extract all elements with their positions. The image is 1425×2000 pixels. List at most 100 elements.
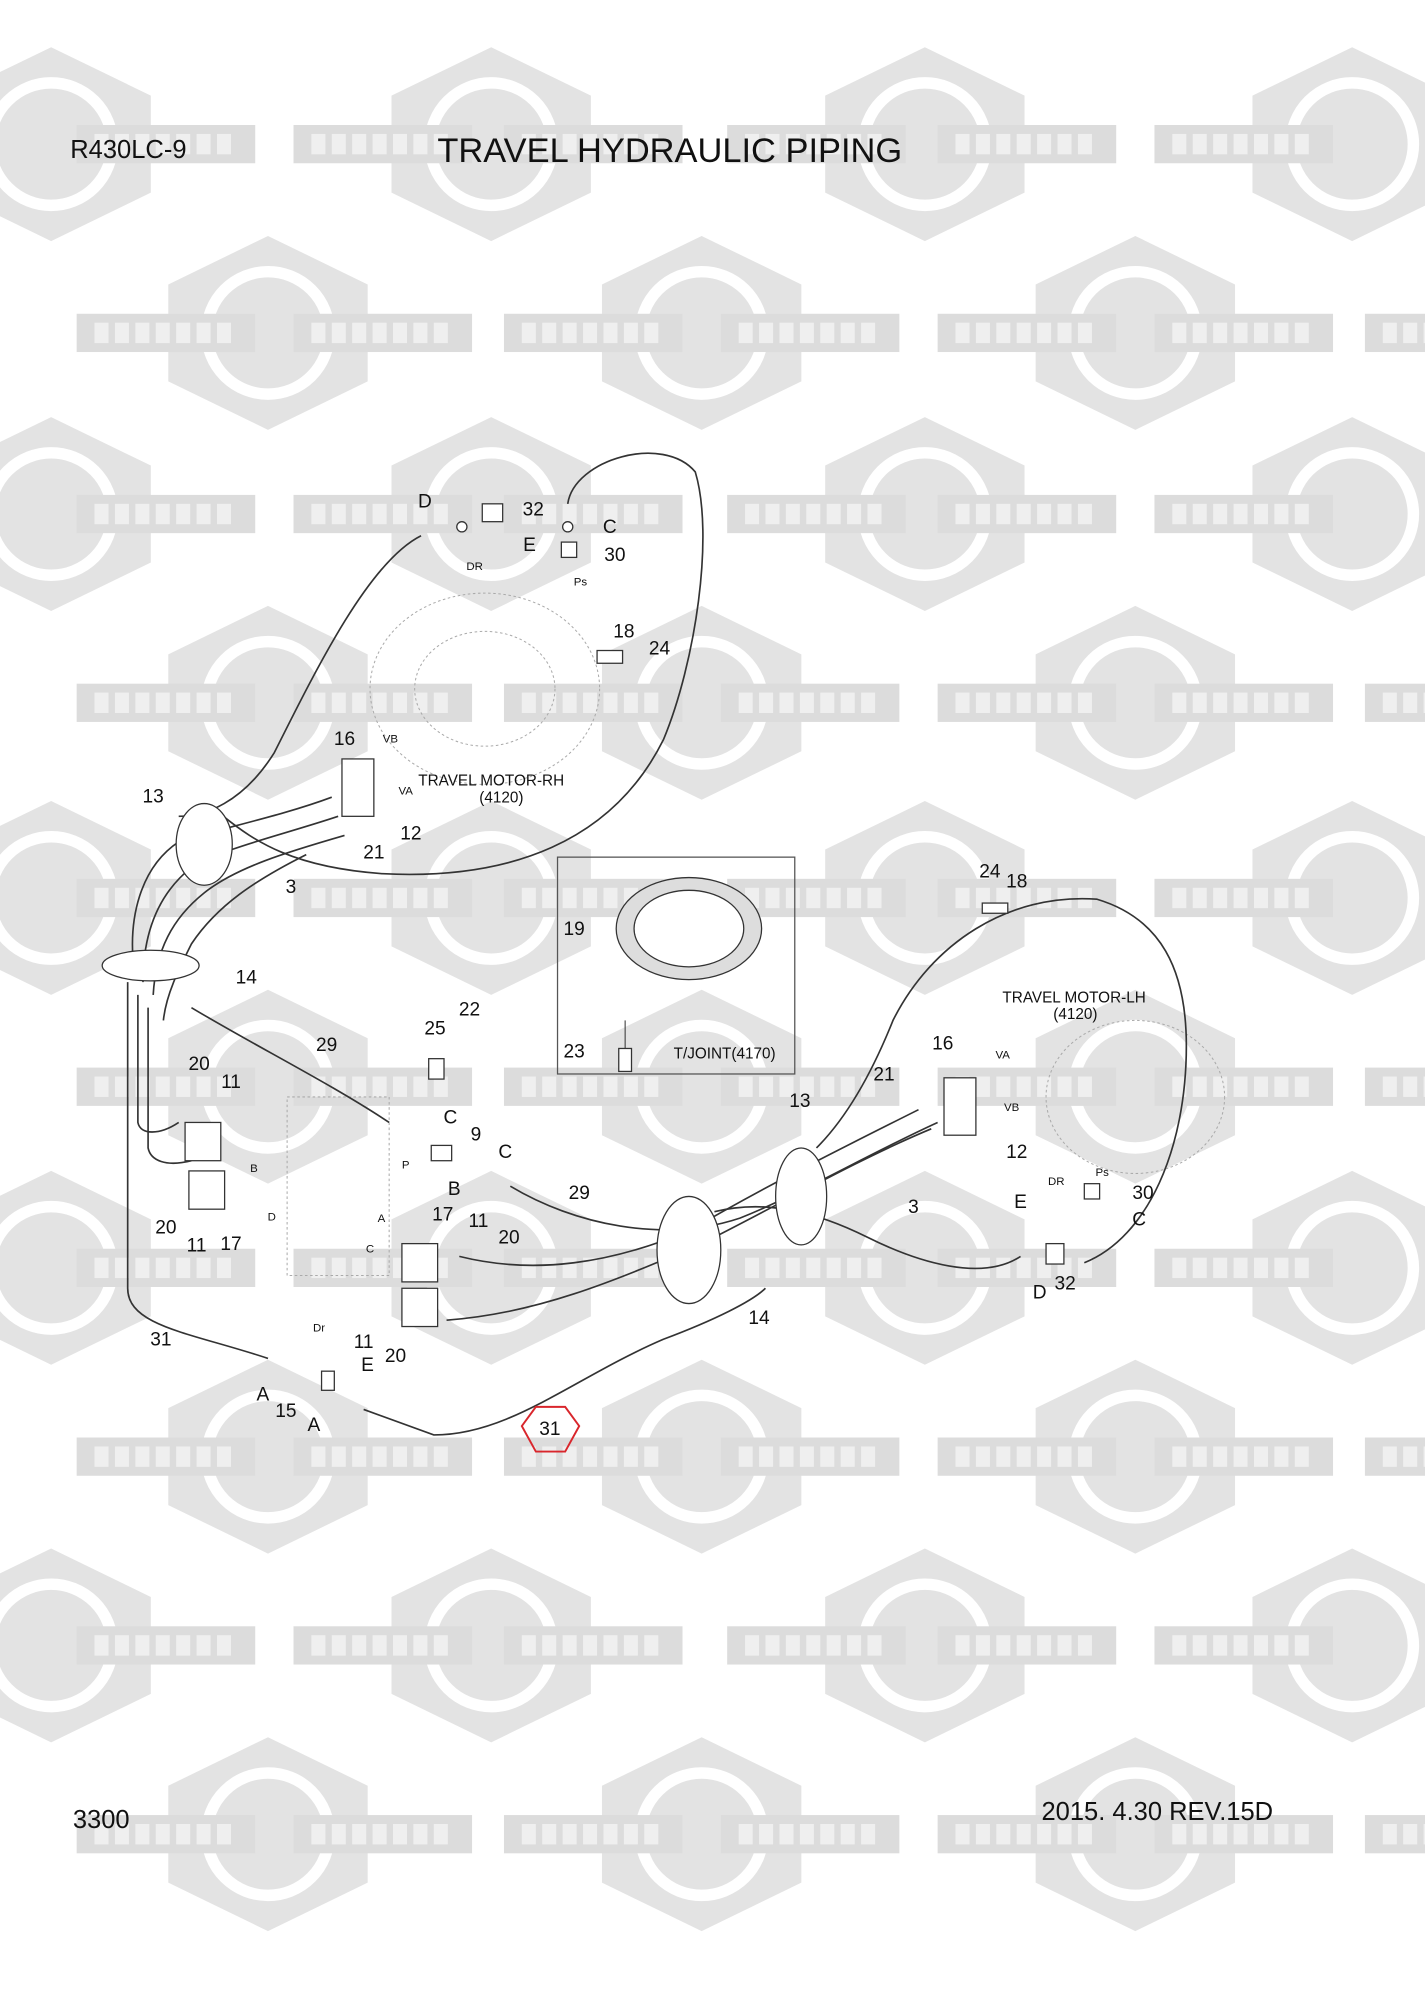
watermark-band	[503, 1626, 683, 1665]
callout-9[interactable]: 9	[471, 1124, 482, 1145]
watermark-band	[727, 125, 906, 164]
callout-14[interactable]: 14	[236, 967, 258, 988]
callout-b: B	[250, 1163, 258, 1175]
watermark-band	[503, 683, 683, 722]
watermark-band	[1154, 1067, 1334, 1106]
watermark-band	[937, 1437, 1117, 1476]
callout-17[interactable]: 17	[432, 1205, 453, 1226]
watermark-band	[76, 683, 256, 722]
callout-dr: DR	[466, 561, 483, 573]
watermark-band	[1154, 1437, 1334, 1476]
callout-32[interactable]: 32	[1055, 1274, 1076, 1295]
watermark-band	[937, 313, 1117, 353]
watermark-band	[1364, 683, 1425, 722]
callout-d: D	[268, 1212, 276, 1224]
callout-20[interactable]: 20	[385, 1346, 406, 1367]
watermark-band	[937, 1815, 1117, 1854]
motor-lh-name: TRAVEL MOTOR-LH	[1002, 990, 1145, 1007]
callout-32[interactable]: 32	[523, 499, 544, 520]
callout-12[interactable]: 12	[1006, 1142, 1027, 1163]
highlight-callout-label[interactable]: 31	[539, 1419, 560, 1440]
revision-label: 2015. 4.30 REV.15D	[1042, 1798, 1274, 1826]
watermark-band	[1364, 313, 1425, 353]
callout-16[interactable]: 16	[932, 1034, 953, 1055]
callout-3[interactable]: 3	[908, 1197, 919, 1218]
callout-30[interactable]: 30	[604, 545, 625, 566]
callout-b[interactable]: B	[448, 1179, 461, 1200]
watermark-band	[76, 1248, 256, 1287]
callout-15[interactable]: 15	[275, 1401, 296, 1422]
callout-13[interactable]: 13	[143, 786, 164, 807]
callout-19[interactable]: 19	[563, 919, 584, 940]
callout-21[interactable]: 21	[363, 842, 384, 863]
motor-rh-name: TRAVEL MOTOR-RH	[418, 773, 564, 790]
callout-18[interactable]: 18	[1006, 872, 1027, 893]
callout-20[interactable]: 20	[498, 1228, 519, 1249]
callout-a[interactable]: A	[308, 1415, 321, 1436]
callout-e[interactable]: E	[361, 1355, 374, 1376]
watermark-band	[503, 1248, 683, 1287]
watermark-band	[503, 1437, 683, 1476]
callout-24[interactable]: 24	[979, 862, 1001, 883]
callout-a[interactable]: A	[256, 1385, 269, 1406]
callout-c[interactable]: C	[603, 517, 617, 538]
callout-c[interactable]: C	[1132, 1210, 1146, 1231]
watermark-band	[1154, 1815, 1334, 1854]
watermark-band	[1154, 125, 1334, 164]
watermark-band	[293, 1626, 473, 1665]
watermark-band	[293, 878, 473, 918]
callout-17[interactable]: 17	[220, 1234, 241, 1255]
watermark-band	[76, 313, 256, 353]
callout-30[interactable]: 30	[1132, 1183, 1153, 1204]
watermark-band	[1154, 1248, 1334, 1287]
watermark-band	[503, 1815, 683, 1854]
watermark-band	[76, 878, 256, 918]
callout-d[interactable]: D	[418, 492, 432, 513]
callout-24[interactable]: 24	[649, 638, 671, 659]
watermark-band	[937, 1626, 1117, 1665]
callout-25[interactable]: 25	[424, 1018, 445, 1039]
callout-11[interactable]: 11	[221, 1072, 241, 1093]
callout-vb: VB	[383, 733, 399, 745]
callout-31[interactable]: 31	[150, 1330, 171, 1351]
watermark-band	[720, 313, 900, 353]
callout-29[interactable]: 29	[569, 1183, 590, 1204]
callout-11[interactable]: 11	[187, 1235, 207, 1256]
watermark-band	[937, 125, 1117, 164]
callout-e[interactable]: E	[523, 535, 536, 556]
callout-11[interactable]: 11	[354, 1332, 374, 1353]
watermark-band	[503, 125, 683, 164]
watermark-band	[1364, 1067, 1425, 1106]
watermark-band	[727, 494, 906, 534]
callout-c[interactable]: C	[498, 1142, 512, 1163]
watermark-band	[293, 494, 473, 534]
callout-d[interactable]: D	[1033, 1282, 1047, 1303]
watermark-band	[720, 1437, 900, 1476]
callout-e[interactable]: E	[1014, 1192, 1027, 1213]
callout-29[interactable]: 29	[316, 1035, 337, 1056]
callout-c[interactable]: C	[443, 1108, 457, 1129]
watermark-band	[937, 494, 1117, 534]
callout-14[interactable]: 14	[748, 1308, 770, 1329]
watermark-layer	[0, 47, 1425, 1932]
callout-23[interactable]: 23	[563, 1041, 584, 1062]
callout-20[interactable]: 20	[188, 1054, 209, 1075]
watermark-band	[503, 494, 683, 534]
callout-16[interactable]: 16	[334, 729, 355, 750]
callout-11[interactable]: 11	[469, 1211, 489, 1232]
callout-18[interactable]: 18	[613, 622, 634, 643]
callout-ps: Ps	[574, 576, 588, 588]
callout-3[interactable]: 3	[286, 877, 297, 898]
watermark-band	[76, 494, 256, 534]
highlight-callout-hexagon[interactable]	[520, 1405, 581, 1453]
watermark-band	[1154, 683, 1334, 722]
callout-12[interactable]: 12	[400, 823, 421, 844]
motor-lh-code: (4120)	[1053, 1006, 1097, 1023]
callout-21[interactable]: 21	[873, 1064, 894, 1085]
callout-22[interactable]: 22	[459, 999, 480, 1020]
model-label: R430LC-9	[70, 136, 186, 164]
callout-20[interactable]: 20	[155, 1217, 176, 1238]
watermark-band	[1364, 1815, 1425, 1854]
callout-13[interactable]: 13	[789, 1091, 810, 1112]
